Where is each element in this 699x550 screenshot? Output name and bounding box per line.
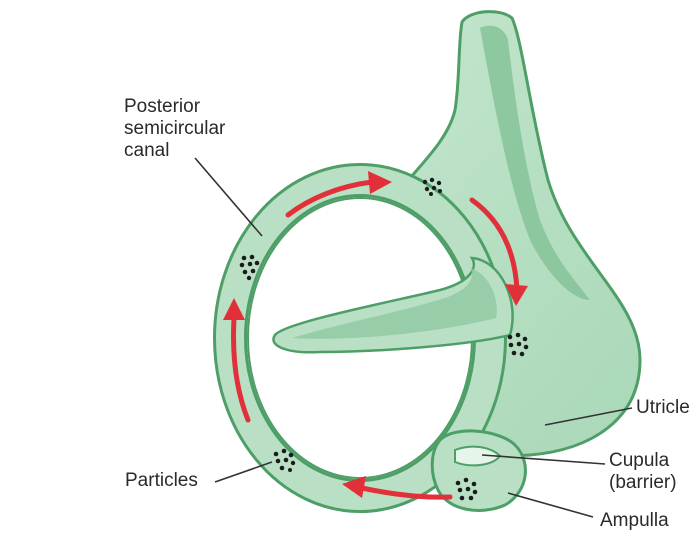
- label-cupula: Cupula (barrier): [609, 450, 677, 494]
- label-utricle: Utricle: [636, 397, 690, 419]
- leader-ampulla: [508, 493, 593, 517]
- label-posterior-semicircular-canal: Posterior semicircular canal: [124, 96, 225, 162]
- label-ampulla: Ampulla: [600, 510, 669, 532]
- leader-particles: [215, 462, 272, 482]
- leader-posterior-canal: [195, 158, 262, 236]
- label-particles: Particles: [125, 470, 198, 492]
